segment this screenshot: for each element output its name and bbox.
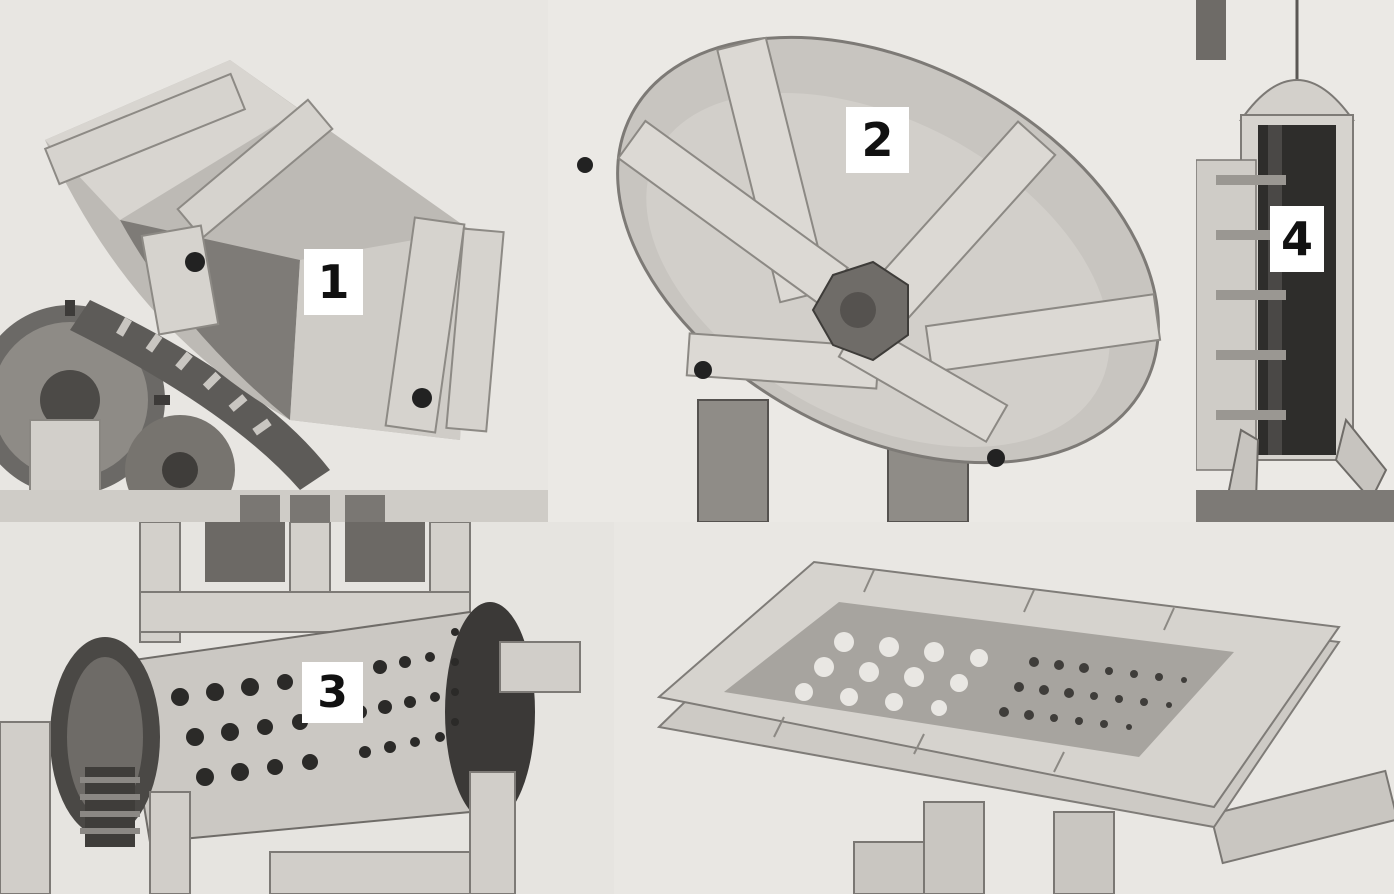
tower-illustration — [1196, 0, 1394, 525]
photo-panel-3: 3 — [0, 522, 614, 894]
photo-panel-1: 1 — [0, 0, 548, 522]
panel-number-label: 4 — [1270, 206, 1324, 272]
sieve-tray-illustration — [614, 522, 1394, 894]
photo-panel-4: 4 — [1196, 0, 1394, 525]
panel-number-label: 1 — [304, 249, 363, 315]
dish-illustration — [548, 0, 1196, 522]
panel-number-label: 3 — [302, 662, 363, 723]
panel-number-label: 2 — [846, 107, 909, 173]
photo-panel-2: 2 — [548, 0, 1196, 522]
photo-panel-sieve-tray — [614, 522, 1394, 894]
hopper-illustration — [0, 0, 548, 522]
